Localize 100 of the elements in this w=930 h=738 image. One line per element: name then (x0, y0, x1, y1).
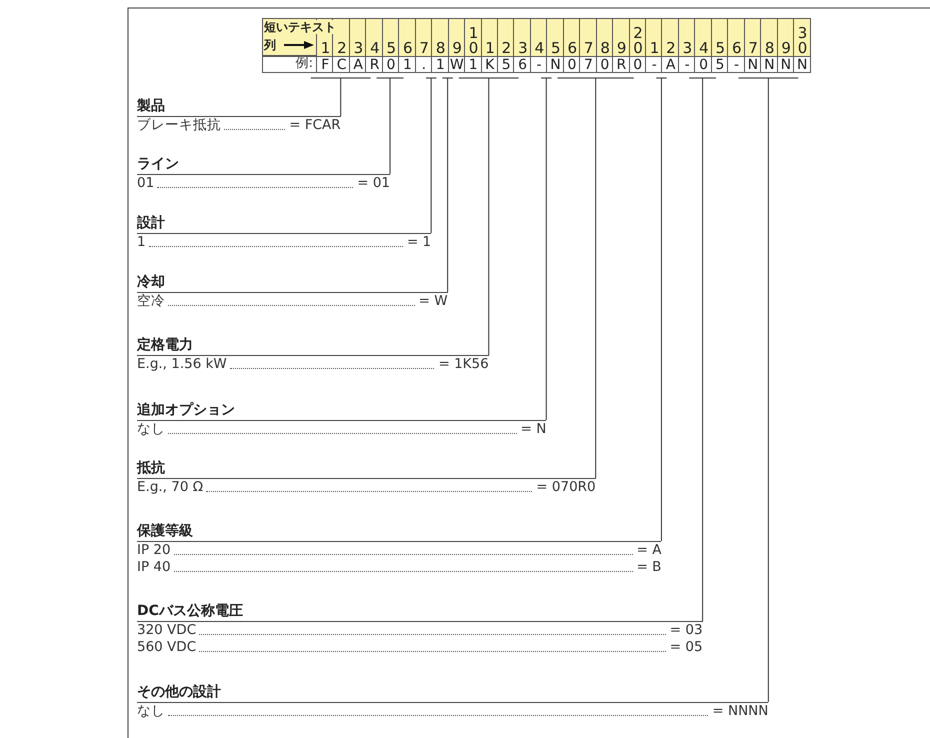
code-character: 1 (398, 56, 416, 73)
code-character: N (744, 56, 762, 73)
column-number: 3 (354, 41, 363, 56)
code-value: = 1K56 (438, 356, 489, 373)
code-character: C (332, 56, 350, 73)
section-heading: 追加オプション (137, 401, 235, 420)
column-number: 5 (716, 41, 725, 56)
code-character: N (760, 56, 778, 73)
header-text: 列 (264, 38, 276, 52)
column-number: 4 (370, 41, 380, 56)
code-character: K (480, 56, 498, 73)
code-character: W (448, 56, 466, 73)
code-value: = B (636, 559, 662, 576)
column-number: 3 (518, 41, 528, 56)
column-number: 1 (320, 41, 330, 56)
leader-line (738, 78, 799, 702)
section-heading: 製品 (137, 97, 165, 116)
option-name: ブレーキ抵抗 (137, 117, 221, 134)
code-character: 7 (579, 56, 597, 73)
section-heading: 冷却 (137, 273, 165, 292)
column-number: 4 (699, 41, 708, 56)
code-character: 1 (431, 56, 449, 73)
column-number: 7 (419, 41, 428, 56)
column-number: 6 (567, 41, 576, 56)
leader-line (376, 78, 404, 174)
column-number: 7 (748, 41, 758, 56)
column-number: 8 (764, 41, 774, 56)
code-character: - (530, 56, 548, 73)
code-section (137, 458, 596, 496)
option-name: E.g., 70 Ω (137, 479, 204, 496)
code-character: 0 (628, 56, 646, 73)
column-number: 2 (337, 41, 346, 56)
column-number: 9 (616, 41, 626, 56)
option-name: IP 40 (137, 559, 171, 576)
code-character: . (414, 56, 432, 73)
option-name: 01 (137, 175, 154, 192)
column-number: 2 (502, 41, 511, 56)
column-number: 6 (402, 41, 412, 56)
code-character: A (661, 56, 679, 73)
code-character: 5 (710, 56, 728, 73)
column-number: 7 (584, 41, 593, 56)
column-number: 30 (798, 26, 807, 56)
code-section (137, 335, 489, 373)
section-heading: DCバス公称電圧 (137, 602, 243, 621)
column-number: 6 (732, 41, 741, 56)
code-value: = N (520, 421, 546, 438)
code-value: = 01 (357, 175, 390, 192)
column-number: 5 (386, 41, 396, 56)
option-name: なし (137, 703, 165, 720)
code-character: 0 (694, 56, 712, 73)
option-name: なし (137, 421, 165, 438)
leader-line (656, 78, 668, 542)
column-number: 3 (682, 41, 692, 56)
section-heading: 設計 (137, 214, 165, 233)
code-value: = 03 (670, 622, 703, 639)
option-name: E.g., 1.56 kW (137, 356, 227, 373)
column-number: 1 (650, 41, 659, 56)
column-number: 20 (633, 26, 642, 56)
section-heading: 保護等級 (137, 522, 193, 541)
option-name: 320 VDC (137, 622, 196, 639)
code-character: F (316, 56, 334, 73)
code-value: = 1 (406, 234, 432, 251)
leader-line (557, 78, 634, 478)
code-character: - (678, 56, 696, 73)
column-number: 8 (600, 41, 610, 56)
row-label: 例: (296, 56, 313, 72)
code-section (137, 272, 448, 310)
leader-line (425, 78, 437, 234)
code-character: N (776, 56, 794, 73)
code-character: 1 (464, 56, 482, 73)
header-text: 短いテキスト (264, 20, 336, 34)
code-value: = A (636, 542, 662, 559)
code-section (137, 400, 546, 438)
column-number: 4 (534, 41, 544, 56)
column-number: 1 (485, 41, 494, 56)
column-number: 9 (781, 41, 790, 56)
section-heading: 定格電力 (137, 336, 193, 355)
code-character: 6 (513, 56, 531, 73)
code-character: R (612, 56, 630, 73)
section-heading: その他の設計 (137, 683, 221, 702)
section-heading: 抵抗 (137, 459, 165, 478)
code-character: - (645, 56, 662, 73)
code-character: 5 (496, 56, 514, 73)
column-number: 10 (468, 26, 478, 56)
section-heading: ライン (137, 155, 179, 174)
code-value: = 05 (670, 639, 703, 656)
column-number: 2 (666, 41, 676, 56)
option-name: 1 (137, 234, 146, 251)
code-character: A (348, 56, 366, 73)
code-character: 0 (382, 56, 400, 73)
code-character: R (365, 56, 383, 73)
column-number: 8 (436, 41, 445, 56)
code-value: = W (418, 293, 448, 310)
code-value: = NNNN (712, 703, 768, 720)
column-number: 9 (452, 41, 462, 56)
code-section (137, 96, 341, 134)
option-name: IP 20 (137, 542, 171, 559)
option-name: 空冷 (137, 293, 165, 310)
code-value: = 070R0 (536, 479, 596, 496)
leader-line (442, 78, 454, 292)
